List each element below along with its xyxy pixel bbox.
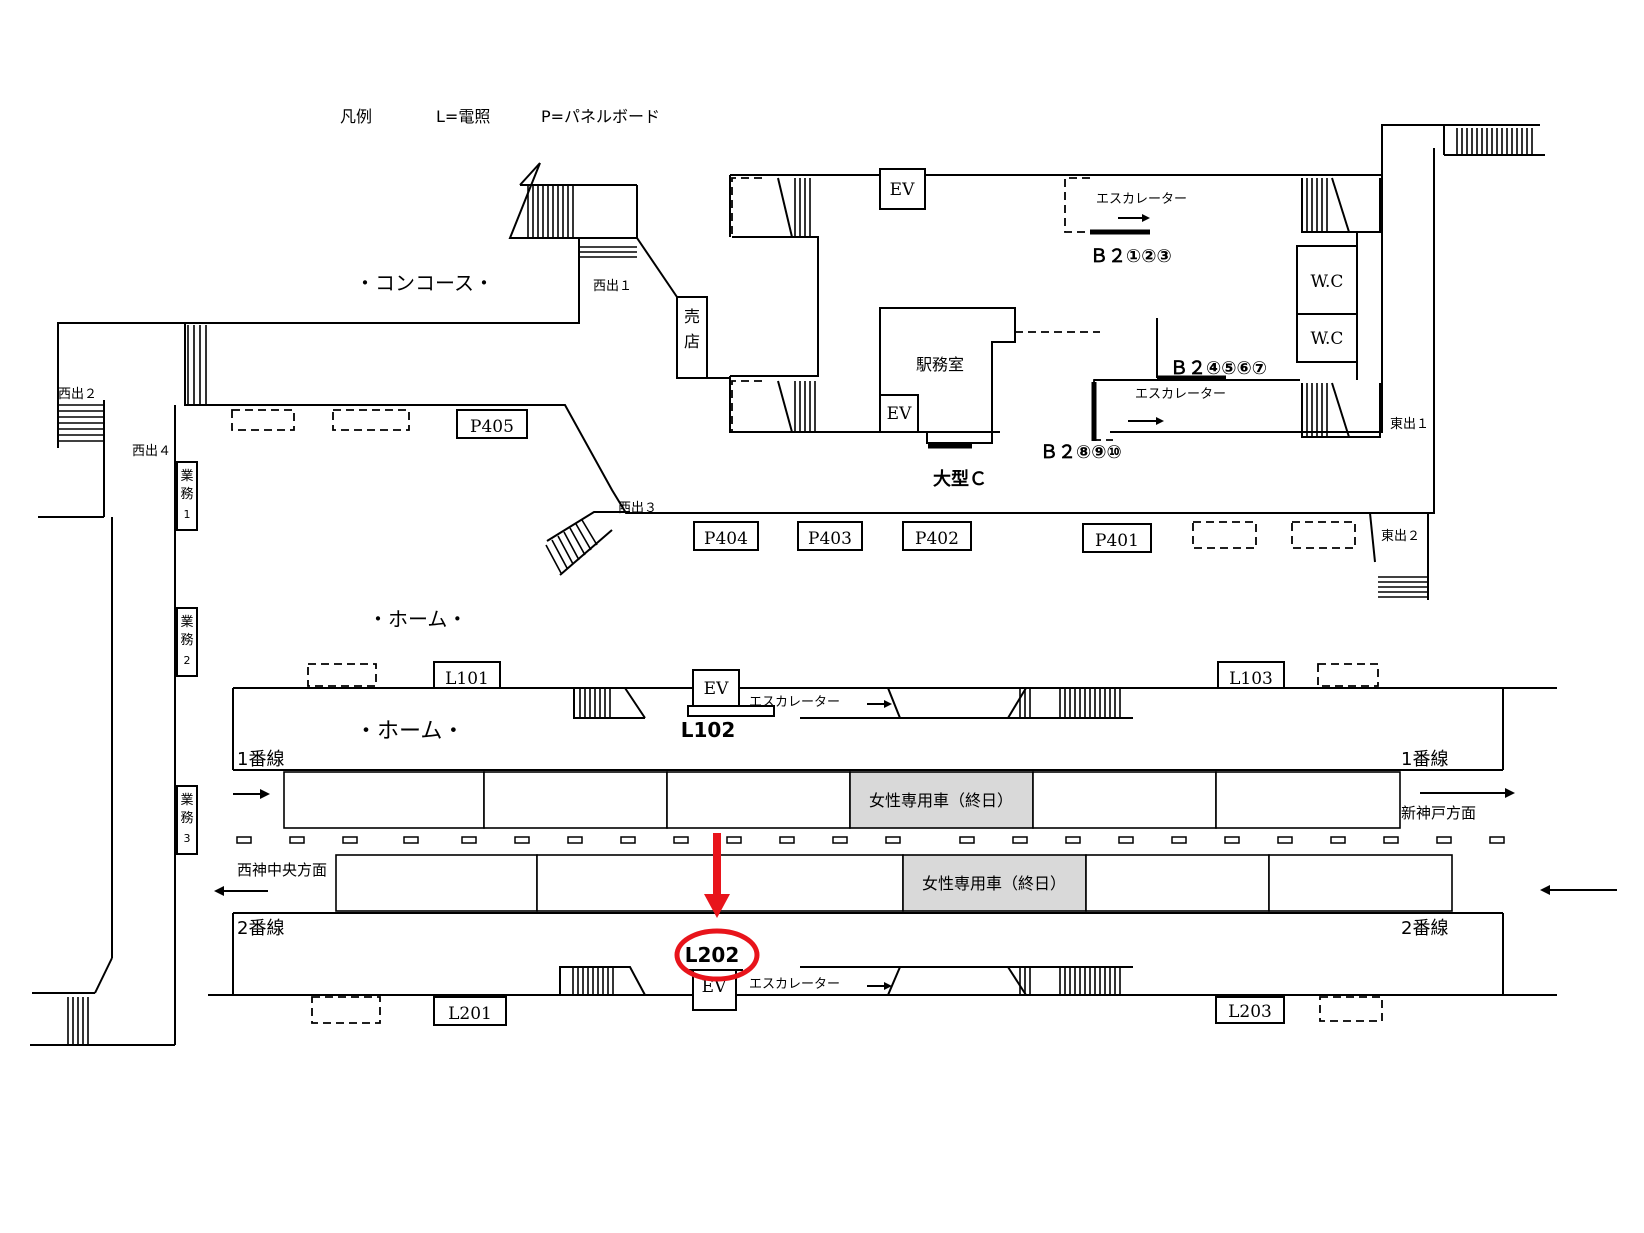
highlight-target-L202 — [674, 833, 760, 982]
svg-text:EV: EV — [890, 180, 915, 200]
svg-text:業: 業 — [180, 614, 193, 630]
kiosk-label-2: 店 — [684, 332, 700, 351]
light-L103: L103 — [1229, 669, 1273, 689]
track2-left: 2番線 — [237, 918, 284, 939]
platform-1: L101 L103 EV L102 エスカレーター — [232, 661, 1557, 771]
ev-top: EV — [879, 168, 926, 210]
station-office: 駅務室 EV 大型Ｃ — [879, 307, 1100, 490]
exit-west3: 西出３ — [618, 501, 657, 516]
svg-text:P403: P403 — [808, 529, 852, 549]
women-car-1: 女性専用車（終日） — [869, 791, 1013, 810]
legend-title: 凡例 — [340, 107, 372, 126]
b2-123-label: Ｂ２①②③ — [1090, 246, 1172, 267]
track1-left: 1番線 — [237, 749, 284, 770]
train-track2: 女性専用車（終日） 西神中央方面 — [214, 854, 1617, 912]
concourse-label: ・コンコース・ — [355, 271, 494, 295]
svg-text:エスカレーター: エスカレーター — [749, 977, 840, 992]
wc-1: W.C — [1311, 272, 1344, 292]
svg-text:務: 務 — [180, 811, 193, 826]
svg-text:務: 務 — [180, 487, 193, 502]
highlight-circle — [674, 928, 760, 982]
stairs-east1 — [1301, 382, 1381, 438]
escalator-b2-123: エスカレーター Ｂ２①②③ — [1064, 177, 1187, 267]
legend: 凡例 L=電照 P=パネルボード — [340, 107, 660, 126]
stairs-west4 — [187, 325, 207, 405]
wc-2: W.C — [1311, 329, 1344, 349]
exit-east2: 東出２ — [1381, 528, 1420, 544]
b2-4567-label: Ｂ２④⑤⑥⑦ — [1170, 358, 1267, 379]
svg-text:業: 業 — [180, 792, 193, 808]
svg-text:P404: P404 — [704, 529, 748, 549]
svg-text:P402: P402 — [915, 529, 959, 549]
stairs-west2 — [30, 400, 176, 1046]
svg-text:エスカレーター: エスカレーター — [749, 695, 840, 710]
b2-8910-label: Ｂ２⑧⑨⑩ — [1040, 442, 1122, 463]
exit-west2: 西出２ — [58, 387, 97, 402]
exit-west4: 西出４ — [132, 444, 171, 459]
svg-text:2: 2 — [184, 654, 191, 667]
kiosk-label-1: 売 — [684, 307, 700, 326]
light-L203: L203 — [1228, 1002, 1272, 1022]
svg-text:P405: P405 — [470, 417, 514, 437]
stairs-east-top — [1301, 125, 1545, 233]
svg-text:P401: P401 — [1095, 531, 1139, 551]
women-car-2: 女性専用車（終日） — [922, 874, 1066, 893]
panel-P402: P402 — [902, 521, 972, 551]
train-track1: 女性専用車（終日） 新神戸方面 — [233, 771, 1515, 829]
concourse-vacant-boxes — [231, 409, 1356, 549]
svg-text:エスカレーター: エスカレーター — [1135, 387, 1226, 402]
stairs-east2 — [1378, 576, 1428, 598]
gyomu-rooms: 業 務 1 業 務 2 業 務 3 — [176, 461, 198, 855]
exit-east1: 東出１ — [1390, 416, 1429, 432]
track2-right: 2番線 — [1401, 918, 1448, 939]
platform-2: 2番線 2番線 L201 L203 EV L202 エスカレーター — [208, 912, 1557, 1026]
light-L202: L202 — [685, 943, 740, 967]
large-c-label: 大型Ｃ — [933, 468, 987, 490]
exit-west1: 西出１ — [593, 279, 632, 294]
home-label-lower: ・ホーム・ — [355, 719, 464, 744]
station-office-label: 駅務室 — [916, 355, 964, 374]
escalator-b2-lower: Ｂ２④⑤⑥⑦ エスカレーター Ｂ２⑧⑨⑩ — [1040, 318, 1300, 463]
panel-P405: P405 — [456, 409, 528, 439]
home-label-upper: ・ホーム・ — [368, 607, 467, 631]
stairs-center-top — [731, 177, 811, 238]
stairs-center-bottom — [731, 380, 816, 433]
svg-text:務: 務 — [180, 633, 193, 648]
stairs-bottom-left — [67, 997, 89, 1045]
svg-text:1: 1 — [184, 508, 191, 521]
svg-text:エスカレーター: エスカレーター — [1096, 192, 1187, 207]
legend-electric: L=電照 — [436, 107, 490, 126]
concourse-walls — [57, 124, 1540, 600]
ev-l202: EV — [702, 977, 727, 997]
panel-P404: P404 — [693, 521, 759, 551]
svg-text:3: 3 — [184, 832, 191, 845]
light-L102: L102 — [681, 718, 736, 742]
stairs-west1 — [508, 162, 637, 258]
light-L101: L101 — [445, 669, 489, 689]
panel-P403: P403 — [797, 521, 863, 551]
panel-P401: P401 — [1082, 523, 1152, 553]
ev-mid: EV — [887, 404, 912, 424]
restrooms: W.C W.C — [1296, 232, 1358, 380]
light-L201: L201 — [448, 1004, 492, 1024]
legend-panel: P=パネルボード — [541, 107, 660, 126]
svg-text:業: 業 — [180, 468, 193, 484]
track-ties — [236, 836, 1505, 844]
track1-right: 1番線 — [1401, 749, 1448, 770]
direction-shinkobe: 新神戸方面 — [1401, 804, 1476, 822]
stairs-west3 — [545, 511, 630, 576]
ev-l102: EV — [704, 679, 729, 699]
direction-seishin: 西神中央方面 — [237, 861, 327, 879]
kiosk: 売 店 — [676, 296, 708, 379]
